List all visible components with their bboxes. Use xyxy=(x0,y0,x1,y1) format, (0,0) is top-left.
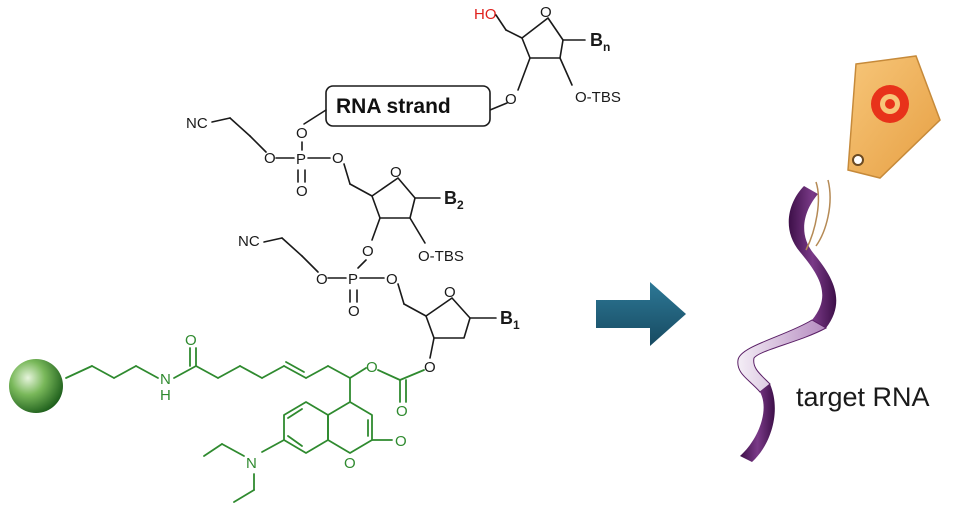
phosphate-upper-o-left: O xyxy=(264,150,276,167)
ring-oxygen-1: O xyxy=(444,284,456,301)
carbonate-oxygen-right: O xyxy=(424,359,436,376)
hydroxyl-label: HO xyxy=(474,6,497,23)
reaction-arrow xyxy=(596,282,686,346)
solid-support-bead xyxy=(9,359,63,413)
amide-oxygen: O xyxy=(185,332,197,349)
phosphate-lower-o-left: O xyxy=(316,271,328,288)
phosphate-lower-o-double: O xyxy=(348,303,360,320)
target-rna-ribbon xyxy=(737,186,837,462)
nucleotide-1: O B 1 O xyxy=(424,284,520,376)
diethylamino-nitrogen: N xyxy=(246,455,257,472)
carbonate-oxygen-left: O xyxy=(366,359,378,376)
lactone-oxygen-ring: O xyxy=(344,455,356,472)
cyano-lower-label: NC xyxy=(238,233,260,250)
base-1-subscript: 1 xyxy=(513,318,520,332)
carbonate-oxygen-double: O xyxy=(396,403,408,420)
base-2-subscript: 2 xyxy=(457,198,464,212)
lactone-oxygen-double: O xyxy=(395,433,407,450)
phosphate-upper-o-right: O xyxy=(332,150,344,167)
phosphate-upper-o-top: O xyxy=(296,125,308,142)
phosphate-upper: O P O O O NC xyxy=(186,115,373,200)
amide-nitrogen: N xyxy=(160,371,171,388)
tbs-label-n: O-TBS xyxy=(575,89,621,106)
phosphate-upper-o-double: O xyxy=(296,183,308,200)
ring-oxygen-n: O xyxy=(540,4,552,21)
coumarin-linker: O O O N H O O N xyxy=(65,332,425,503)
cyano-upper-label: NC xyxy=(186,115,208,132)
phosphate-lower-o-right: O xyxy=(386,271,398,288)
rna-strand-label: RNA strand xyxy=(336,95,451,118)
rna-tag xyxy=(805,55,941,251)
amide-hydrogen: H xyxy=(160,387,171,404)
base-2-label: B xyxy=(444,188,457,208)
target-rna-label: target RNA xyxy=(796,382,930,412)
nucleotide-2: O B 2 O-TBS O xyxy=(357,164,464,269)
ring-oxygen-2: O xyxy=(390,164,402,181)
phosphate-lower: P O O O NC xyxy=(238,233,427,320)
tbs-label-2: O-TBS xyxy=(418,248,464,265)
rna-strand-box: RNA strand xyxy=(325,85,491,127)
linker-oxygen-2: O xyxy=(362,243,374,260)
base-1-label: B xyxy=(500,308,513,328)
nucleotide-n: HO O B n O-TBS O xyxy=(474,4,621,111)
phosphate-lower-p: P xyxy=(348,271,358,288)
base-n-subscript: n xyxy=(603,40,610,54)
linker-oxygen-n: O xyxy=(505,91,517,108)
phosphate-upper-p: P xyxy=(296,151,306,168)
base-n-label: B xyxy=(590,30,603,50)
